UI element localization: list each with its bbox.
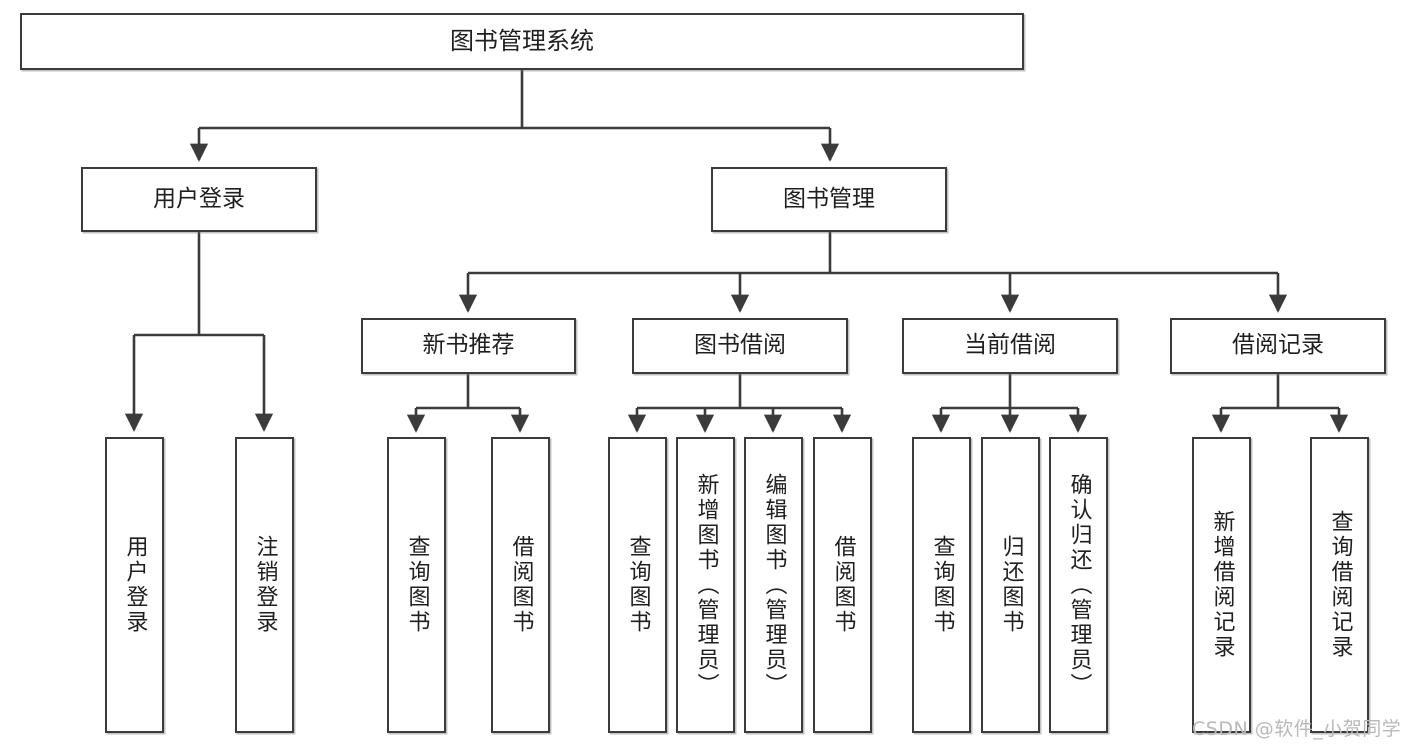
node-label: 借阅图书 bbox=[830, 535, 856, 635]
node-borrow-record[interactable]: 借阅记录 bbox=[1170, 318, 1386, 374]
leaf-current-borrow-confirm-return-admin[interactable]: 确认归还（管理员） bbox=[1049, 437, 1108, 733]
node-label: 编辑图书（管理员） bbox=[761, 472, 787, 698]
node-label: 借阅记录 bbox=[1232, 332, 1324, 359]
node-label: 用户登录 bbox=[153, 185, 245, 212]
leaf-borrow-record-add-record[interactable]: 新增借阅记录 bbox=[1192, 437, 1251, 733]
node-user-login[interactable]: 用户登录 bbox=[81, 167, 317, 232]
leaf-new-book-query-book[interactable]: 查询图书 bbox=[387, 437, 446, 733]
csdn-watermark: CSDN @软件_小贺同学 bbox=[1192, 718, 1402, 740]
node-root-book-management-system[interactable]: 图书管理系统 bbox=[20, 13, 1024, 70]
node-label: 图书管理系统 bbox=[450, 27, 594, 56]
leaf-user-login-logout[interactable]: 注销登录 bbox=[235, 437, 294, 733]
leaf-current-borrow-query-book[interactable]: 查询图书 bbox=[912, 437, 971, 733]
leaf-current-borrow-return-book[interactable]: 归还图书 bbox=[981, 437, 1040, 733]
node-label: 用户登录 bbox=[122, 535, 148, 635]
node-label: 新增图书（管理员） bbox=[693, 472, 719, 698]
leaf-book-borrow-add-book-admin[interactable]: 新增图书（管理员） bbox=[676, 437, 735, 733]
node-label: 查询借阅记录 bbox=[1327, 510, 1353, 660]
leaf-user-login-login[interactable]: 用户登录 bbox=[105, 437, 164, 733]
leaf-borrow-record-query-record[interactable]: 查询借阅记录 bbox=[1310, 437, 1369, 733]
node-label: 查询图书 bbox=[404, 535, 430, 635]
node-new-book-recommend[interactable]: 新书推荐 bbox=[361, 318, 576, 374]
node-label: 注销登录 bbox=[252, 535, 278, 635]
node-current-borrow[interactable]: 当前借阅 bbox=[902, 318, 1118, 374]
node-label: 图书借阅 bbox=[694, 332, 786, 359]
leaf-book-borrow-edit-book-admin[interactable]: 编辑图书（管理员） bbox=[744, 437, 803, 733]
node-label: 当前借阅 bbox=[964, 332, 1056, 359]
node-label: 新增借阅记录 bbox=[1209, 510, 1235, 660]
node-label: 借阅图书 bbox=[508, 535, 534, 635]
node-label: 确认归还（管理员） bbox=[1066, 472, 1092, 698]
leaf-book-borrow-borrow-book[interactable]: 借阅图书 bbox=[813, 437, 872, 733]
node-label: 图书管理 bbox=[783, 185, 875, 212]
node-label: 新书推荐 bbox=[422, 332, 515, 359]
node-label: 查询图书 bbox=[625, 535, 651, 635]
node-book-management[interactable]: 图书管理 bbox=[711, 167, 947, 232]
node-label: 归还图书 bbox=[998, 535, 1024, 635]
leaf-book-borrow-query-book[interactable]: 查询图书 bbox=[608, 437, 667, 733]
node-label: 查询图书 bbox=[929, 535, 955, 635]
node-book-borrow[interactable]: 图书借阅 bbox=[632, 318, 848, 374]
leaf-new-book-borrow-book[interactable]: 借阅图书 bbox=[491, 437, 550, 733]
